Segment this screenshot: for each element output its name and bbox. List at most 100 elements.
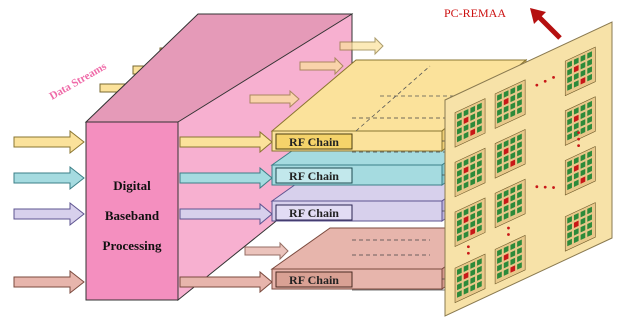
ellipsis-dot	[577, 131, 580, 135]
antenna-element	[457, 176, 462, 185]
input-arrow-yellow	[13, 129, 85, 155]
array-title-label: PC-REMAA	[444, 6, 506, 20]
antenna-element	[470, 170, 476, 179]
antenna-element	[463, 215, 469, 224]
antenna-element	[567, 125, 572, 133]
antenna-element	[470, 227, 476, 236]
array-title-arrow	[530, 8, 562, 40]
ellipsis-dot	[535, 83, 539, 87]
subarray-tile	[454, 147, 486, 198]
antenna-element	[580, 153, 586, 162]
antenna-element	[587, 221, 592, 230]
antenna-element	[497, 143, 502, 151]
antenna-element	[503, 155, 509, 163]
antenna-element	[463, 264, 469, 272]
antenna-element	[470, 155, 476, 163]
array-arrow-shaft	[536, 14, 562, 40]
subarray-tile	[454, 197, 486, 247]
antenna-element	[510, 265, 516, 273]
antenna-element	[503, 97, 509, 106]
antenna-element	[567, 68, 572, 76]
antenna-element	[517, 247, 522, 255]
antenna-element	[503, 260, 509, 269]
antenna-element	[510, 250, 516, 258]
antenna-element	[497, 256, 502, 264]
antenna-element	[477, 209, 482, 218]
rf-chain-label-yellow: RF Chain	[289, 135, 339, 149]
baseband-label-line2: Baseband	[105, 208, 160, 223]
subarray-tile	[494, 129, 526, 179]
antenna-element	[477, 110, 482, 118]
antenna-element	[463, 173, 469, 182]
antenna-element	[587, 123, 592, 132]
antenna-element	[587, 150, 592, 159]
antenna-element	[580, 209, 586, 218]
input-arrow-cyan	[13, 165, 85, 191]
antenna-element	[477, 102, 482, 111]
antenna-element	[457, 127, 462, 135]
antenna-element	[477, 217, 482, 225]
antenna-element	[567, 216, 572, 224]
antenna-element	[510, 102, 516, 110]
antenna-element	[517, 91, 522, 100]
baseband-front-face	[85, 121, 179, 301]
antenna-element	[477, 280, 482, 289]
antenna-element	[503, 139, 509, 148]
antenna-element	[470, 276, 476, 284]
antenna-element	[470, 178, 476, 186]
antenna-element	[463, 230, 469, 239]
antenna-element	[510, 94, 516, 103]
antenna-element	[497, 215, 502, 223]
antenna-element	[567, 231, 572, 239]
antenna-element	[517, 190, 522, 199]
rf-chain-box-cyan	[275, 167, 353, 184]
antenna-element	[503, 105, 509, 113]
antenna-element	[573, 220, 579, 229]
antenna-element	[497, 200, 502, 208]
antenna-element	[567, 132, 572, 141]
rf-chain-label-lilac: RF Chain	[289, 206, 339, 220]
antenna-element	[470, 205, 476, 213]
antenna-element	[573, 228, 579, 236]
antenna-element	[517, 183, 522, 191]
rf-dash-yellow-1	[355, 65, 431, 132]
ellipsis-dot	[507, 226, 510, 230]
antenna-element	[510, 242, 516, 251]
antenna-element	[463, 208, 469, 216]
ellipsis-dot	[535, 185, 539, 189]
antenna-element	[457, 161, 462, 170]
ellipsis-dot	[466, 251, 470, 255]
antenna-element	[477, 159, 482, 168]
antenna-element	[497, 150, 502, 159]
antenna-element	[580, 224, 586, 233]
antenna-element	[567, 238, 572, 247]
bb-arrow-rose	[179, 270, 273, 294]
antenna-element	[457, 134, 462, 143]
input-arrow-lilac	[13, 201, 85, 227]
antenna-element	[587, 66, 592, 74]
antenna-element	[587, 51, 592, 59]
antenna-element	[470, 268, 476, 277]
antenna-element	[463, 287, 469, 295]
antenna-element	[477, 273, 482, 281]
antenna-element	[510, 109, 516, 118]
antenna-element	[580, 217, 586, 225]
antenna-element	[580, 61, 586, 70]
antenna-element	[470, 284, 476, 292]
antenna-element	[517, 156, 522, 164]
antenna-element	[573, 212, 579, 221]
antenna-element	[573, 156, 579, 165]
antenna-element	[517, 141, 522, 149]
antenna-element	[587, 58, 592, 67]
antenna-element	[477, 265, 482, 274]
antenna-element	[580, 232, 586, 241]
antenna-element	[510, 186, 516, 194]
antenna-element	[587, 206, 592, 215]
antenna-element	[517, 83, 522, 92]
antenna-element	[463, 279, 469, 288]
antenna-element	[567, 175, 572, 183]
antenna-element	[567, 182, 572, 191]
antenna-element	[503, 162, 509, 171]
antenna-element	[470, 120, 476, 129]
bb-arrow-yellow	[179, 130, 273, 154]
